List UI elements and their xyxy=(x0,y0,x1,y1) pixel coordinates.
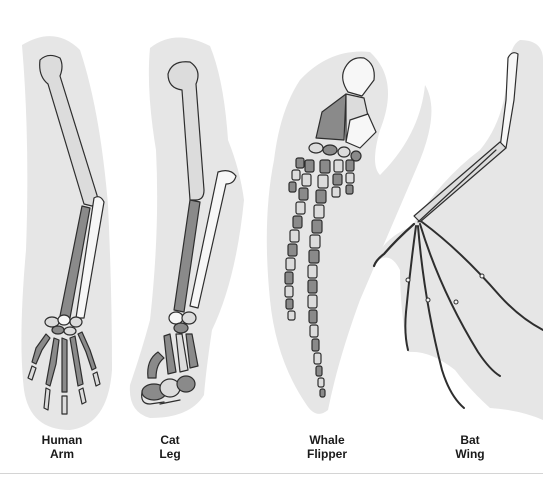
caption-human-line2: Arm xyxy=(49,447,74,461)
human-carpals xyxy=(44,314,83,336)
bat-joints xyxy=(405,273,485,305)
caption-cat-line2: Leg xyxy=(159,447,181,461)
caption-human: Human Arm xyxy=(34,433,90,461)
whale-digit-3 xyxy=(307,159,331,398)
human-arm-silhouette xyxy=(21,36,112,430)
whale-wrist-white xyxy=(345,113,377,149)
caption-cat-line1: Cat xyxy=(160,433,180,447)
cat-upper-bone xyxy=(167,61,205,201)
human-ulna xyxy=(75,196,105,319)
whale-digit-2 xyxy=(284,159,315,321)
human-arm-illustration xyxy=(21,36,112,430)
bat-digits xyxy=(404,221,543,409)
caption-whale-line2: Flipper xyxy=(306,447,347,461)
cat-paw-bones xyxy=(141,333,199,405)
whale-flipper-illustration xyxy=(266,51,432,414)
bat-forearm-line xyxy=(417,149,497,223)
whale-digit-4 xyxy=(331,159,344,198)
caption-whale: Whale Flipper xyxy=(296,433,358,461)
bottom-divider xyxy=(0,473,543,474)
caption-cat: Cat Leg xyxy=(150,433,190,461)
caption-bat-line1: Bat xyxy=(460,433,480,447)
cat-leg-illustration xyxy=(129,37,244,418)
cat-radius xyxy=(173,199,201,313)
bat-wing-membrane xyxy=(376,40,543,420)
caption-bat-line2: Wing xyxy=(455,447,485,461)
whale-digit-1 xyxy=(288,157,305,193)
caption-bat: Bat Wing xyxy=(450,433,490,461)
whale-humerus xyxy=(342,57,375,97)
cat-carpals xyxy=(168,311,197,334)
caption-human-line1: Human xyxy=(41,433,83,447)
caption-whale-line1: Whale xyxy=(309,433,345,447)
whale-flipper-silhouette xyxy=(266,51,432,414)
whale-carpals xyxy=(308,142,362,162)
cat-ulna xyxy=(189,170,237,309)
human-humerus xyxy=(39,54,98,207)
bat-wing-illustration xyxy=(372,40,543,420)
bat-thumb xyxy=(372,222,416,268)
human-digits xyxy=(27,331,101,415)
whale-digit-5 xyxy=(345,159,355,195)
whale-radius xyxy=(315,93,347,141)
